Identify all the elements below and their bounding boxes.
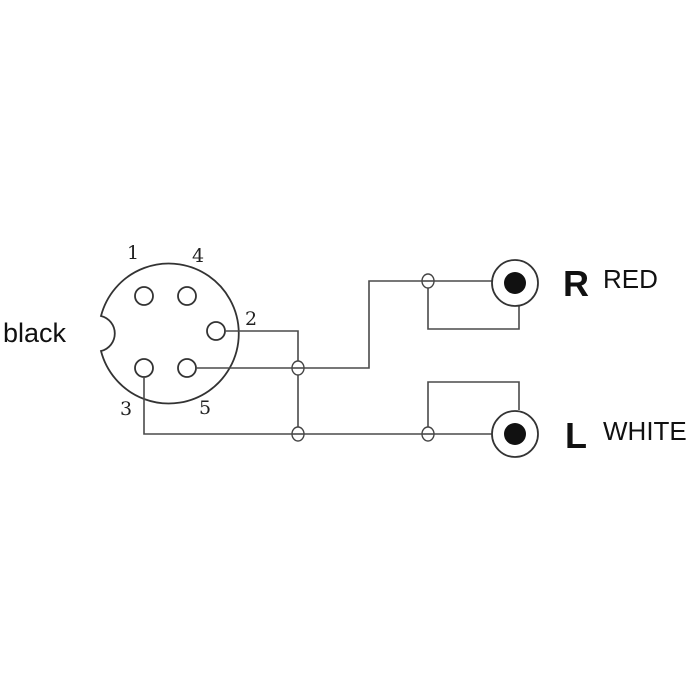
- pin-label-4: 4: [192, 245, 204, 267]
- wire-pin5-red: [196, 280, 492, 369]
- rca-white-jack-outer: [491, 410, 539, 458]
- right-channel-color: RED: [603, 264, 658, 294]
- right-channel-letter: R: [563, 263, 589, 304]
- pin-1: [134, 286, 154, 306]
- pin-4: [177, 286, 197, 306]
- din-connector-outline: [99, 262, 240, 405]
- pin-2: [206, 321, 226, 341]
- rca-red-jack-outer: [491, 259, 539, 307]
- rca-white-jack-center: [504, 423, 526, 445]
- left-channel-color: WHITE: [603, 416, 687, 446]
- pin-label-2: 2: [245, 308, 257, 330]
- pin-5: [177, 358, 197, 378]
- wire-red-ground: [427, 281, 520, 330]
- rca-red-jack-center: [504, 272, 526, 294]
- wire-pin2-bus: [225, 330, 299, 434]
- connector-label: black: [3, 318, 67, 348]
- wire-white-ground: [427, 381, 520, 434]
- left-channel-letter: L: [565, 415, 587, 456]
- pin-label-1: 1: [127, 242, 139, 264]
- pin-label-3: 3: [120, 398, 132, 420]
- pin-3: [134, 358, 154, 378]
- pin-label-5: 5: [199, 397, 211, 419]
- wire-pin3-white: [143, 377, 492, 435]
